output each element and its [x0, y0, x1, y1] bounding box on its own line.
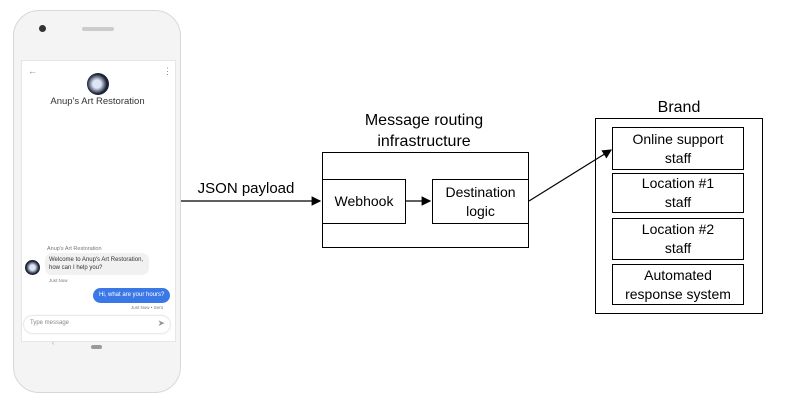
send-icon[interactable]: ➤	[157, 318, 165, 328]
speaker	[82, 27, 114, 31]
brand-item-line1: Location #1	[641, 175, 715, 191]
brand-item-online-support: Online support staff	[612, 127, 744, 170]
outgoing-message: Hi, what are your hours?	[93, 288, 171, 303]
brand-title: Brand	[657, 99, 701, 116]
brand-item-line2: staff	[664, 194, 692, 210]
infra-title-line2: infrastructure	[377, 133, 471, 150]
webhook-box: Webhook	[322, 179, 406, 224]
payload-label: JSON payload	[197, 180, 295, 197]
brand-item-location-1: Location #1 staff	[612, 173, 744, 213]
brand-item-line2: staff	[664, 149, 692, 166]
incoming-time: Just Now	[49, 278, 68, 283]
brand-item-line1: Location #2	[641, 221, 715, 237]
destination-label-line1: Destination	[445, 183, 516, 200]
arrow-destination-to-brand	[528, 149, 613, 202]
brand-box	[595, 118, 763, 314]
brand-item-line2: response system	[625, 285, 731, 302]
destination-logic-box: Destination logic	[432, 179, 529, 224]
destination-label-line2: logic	[466, 202, 495, 219]
camera	[39, 25, 46, 32]
incoming-message: Welcome to Anup's Art Restoration, how c…	[45, 253, 149, 275]
brand-item-automated-system: Automated response system	[612, 264, 744, 305]
business-avatar	[87, 73, 109, 95]
message-input[interactable]: Type message ➤	[24, 316, 170, 333]
business-name: Anup's Art Restoration	[50, 96, 145, 107]
outgoing-status: Just Now • Sent	[131, 305, 163, 310]
nav-back-icon[interactable]: ‹	[52, 341, 54, 347]
sender-label: Anup's Art Restoration	[47, 246, 102, 252]
brand-item-line2: staff	[664, 240, 692, 256]
message-input-placeholder: Type message	[30, 320, 70, 326]
brand-item-line1: Automated	[644, 266, 712, 283]
brand-item-line1: Online support	[632, 130, 724, 147]
back-arrow-icon[interactable]: ←	[28, 66, 37, 76]
brand-item-location-2: Location #2 staff	[612, 218, 744, 260]
sender-avatar	[25, 260, 40, 275]
infra-title-line1: Message routing	[364, 112, 484, 129]
home-button[interactable]	[91, 345, 102, 349]
webhook-label: Webhook	[334, 193, 394, 209]
more-options-icon[interactable]: ⋮	[163, 66, 172, 76]
